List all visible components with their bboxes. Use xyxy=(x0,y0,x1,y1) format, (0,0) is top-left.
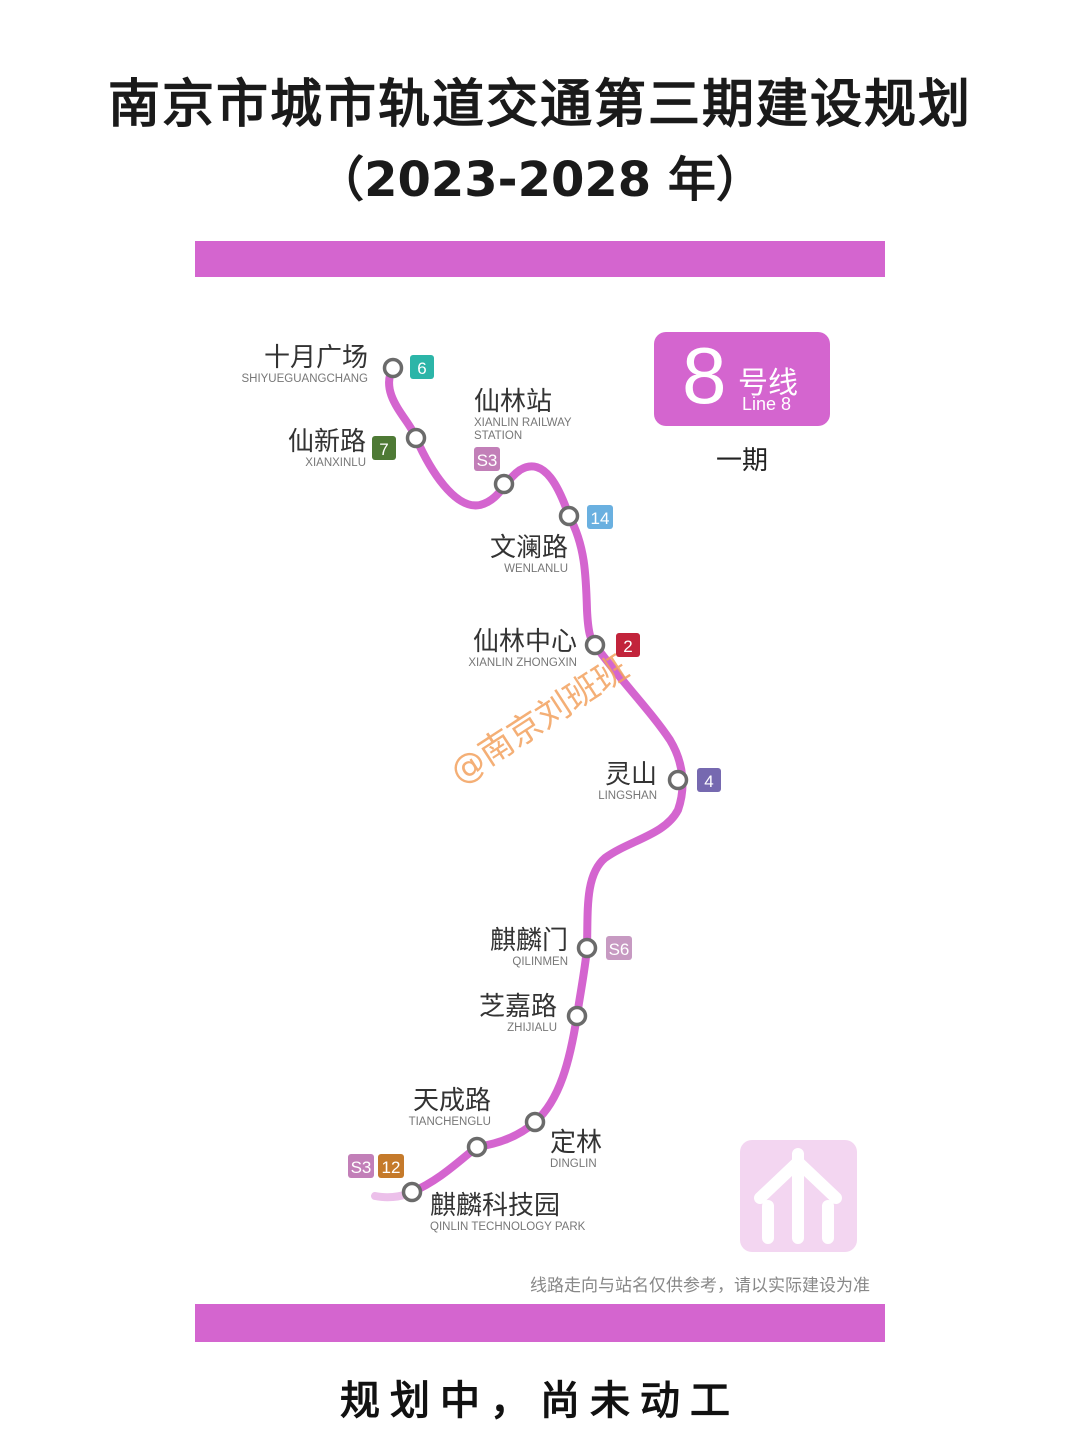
station-name-cn: 十月广场 xyxy=(264,343,368,373)
station-name-cn: 定林 xyxy=(550,1128,602,1158)
line-number: 8 xyxy=(682,331,727,420)
transfer-badge xyxy=(378,1154,404,1178)
station-marker xyxy=(405,427,427,449)
station-name-en: DINGLIN xyxy=(550,1158,597,1170)
transfer-label: S3 xyxy=(351,1158,372,1177)
station-name-cn: 芝嘉路 xyxy=(479,992,557,1022)
station-name-en: QINLIN TECHNOLOGY PARK xyxy=(430,1221,586,1233)
station-name-en: LINGSHAN xyxy=(598,790,657,802)
transfer-badge xyxy=(606,936,632,960)
phase-label: 一期 xyxy=(715,446,768,476)
station-name-cn: 天成路 xyxy=(413,1086,491,1116)
transfer-label: 6 xyxy=(417,359,426,378)
transfer-badge xyxy=(587,505,613,529)
line-map: 十月广场SHIYUEGUANGCHANG6仙新路XIANXINLU7仙林站XIA… xyxy=(241,343,721,1233)
station-name-en: WENLANLU xyxy=(504,563,568,575)
line-badge: 8 号线 Line 8 xyxy=(654,331,830,426)
station-marker xyxy=(667,769,689,791)
transfer-badge xyxy=(697,768,721,792)
station-name-cn: 仙林中心 xyxy=(473,627,577,657)
station-name-cn: 灵山 xyxy=(605,760,657,790)
transfer-label: 12 xyxy=(382,1158,401,1177)
station-marker xyxy=(558,505,580,527)
line-8-route xyxy=(385,364,687,1196)
transfer-label: S3 xyxy=(477,451,498,470)
map-subtitle: （2023-2028 年） xyxy=(316,152,764,208)
station-name-en: QILINMEN xyxy=(512,956,568,968)
transfer-badge xyxy=(474,447,500,471)
transfer-badge xyxy=(372,436,396,460)
station-name-en: XIANLIN ZHONGXIN xyxy=(468,657,577,669)
station-name-cn: 麒麟科技园 xyxy=(430,1191,560,1221)
line-hao-label: 号线 xyxy=(738,366,798,401)
transfer-label: S6 xyxy=(609,940,630,959)
transfer-badge xyxy=(348,1154,374,1178)
station-marker xyxy=(382,357,404,379)
metro-logo-icon xyxy=(740,1140,857,1252)
station-marker xyxy=(584,634,606,656)
station-name-en: SHIYUEGUANGCHANG xyxy=(241,373,368,385)
transfer-badge xyxy=(616,633,640,657)
top-color-band xyxy=(195,241,885,277)
station-name-en: XIANXINLU xyxy=(305,457,366,469)
transfer-label: 4 xyxy=(704,772,713,791)
disclaimer-note: 线路走向与站名仅供参考，请以实际建设为准 xyxy=(530,1276,870,1296)
station-marker xyxy=(524,1111,546,1133)
map-title: 南京市城市轨道交通第三期建设规划 xyxy=(107,75,972,135)
station-marker xyxy=(493,473,515,495)
station-name-cn: 仙新路 xyxy=(288,427,366,457)
station-name-en: TIANCHENGLU xyxy=(409,1116,491,1128)
transfer-label: 14 xyxy=(591,509,610,528)
station-name-en: XIANLIN RAILWAY xyxy=(474,417,572,429)
transfer-label: 2 xyxy=(623,637,632,656)
station-marker xyxy=(401,1181,423,1203)
station-name-cn: 麒麟门 xyxy=(490,926,568,956)
station-name-en: ZHIJIALU xyxy=(507,1022,557,1034)
station-marker xyxy=(466,1136,488,1158)
line-english-label: Line 8 xyxy=(742,394,792,414)
station-name-en: STATION xyxy=(474,430,522,442)
station-name-cn: 文澜路 xyxy=(490,533,568,563)
transfer-label: 7 xyxy=(379,440,388,459)
transfer-badge xyxy=(410,355,434,379)
bottom-color-band xyxy=(195,1304,885,1342)
station-marker xyxy=(566,1005,588,1027)
station-marker xyxy=(576,937,598,959)
status-text: 规划中，尚未动工 xyxy=(340,1378,740,1424)
station-name-cn: 仙林站 xyxy=(474,387,552,417)
